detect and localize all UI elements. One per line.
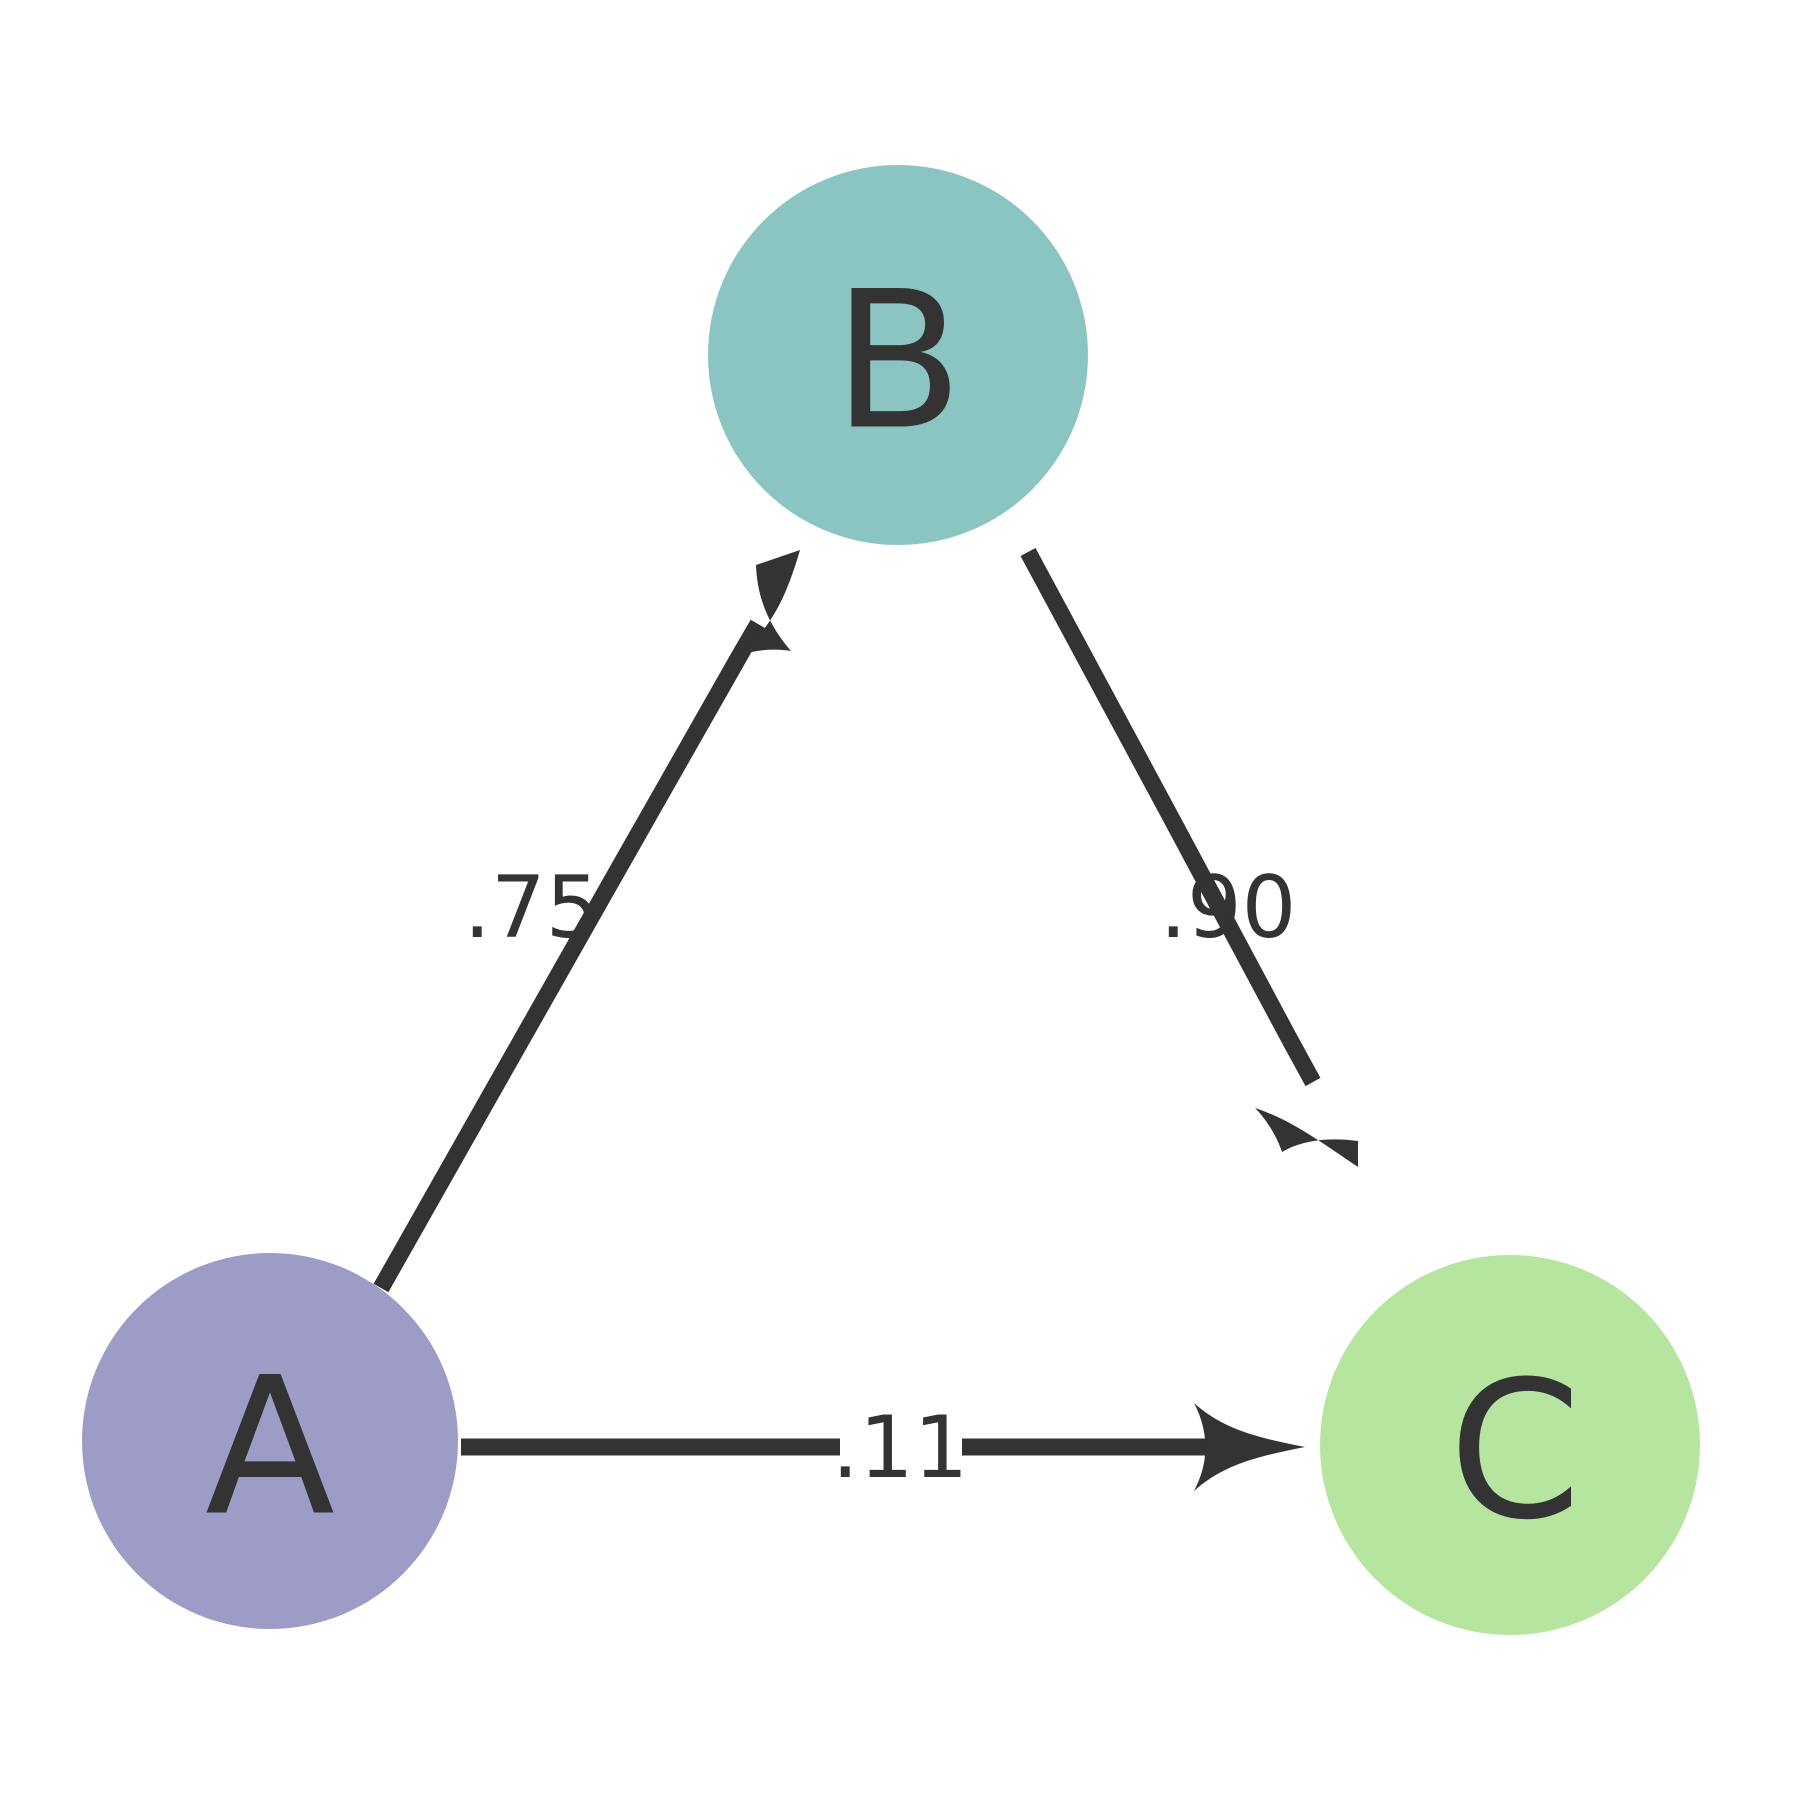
edge-a-to-c-label: .11 [832,1398,969,1498]
edge-a-to-b-label: .75 [464,858,601,958]
edge-a-to-c[interactable]: .11 [461,1398,1305,1498]
edge-b-to-c[interactable]: .90 [1020,547,1358,1167]
node-a-circle[interactable] [82,1253,458,1629]
node-c-circle[interactable] [1320,1255,1700,1635]
node-b[interactable]: B [708,165,1088,545]
node-a-label: A [205,1337,335,1558]
node-c-label: C [1449,1341,1582,1562]
edge-b-to-c-label: .90 [1160,858,1297,958]
edge-b-to-c-line [1020,547,1321,1087]
edge-a-to-b[interactable]: .75 [373,550,800,1293]
edge-a-to-b-arrowhead [740,550,800,655]
edge-a-to-c-arrowhead [1194,1403,1305,1491]
edge-a-to-b-line [373,619,766,1293]
node-b-circle[interactable] [708,165,1088,545]
node-c[interactable]: C [1320,1255,1700,1635]
node-a[interactable]: A [82,1253,458,1629]
edge-b-to-c-arrowhead [1255,1108,1358,1167]
node-b-label: B [833,251,963,472]
